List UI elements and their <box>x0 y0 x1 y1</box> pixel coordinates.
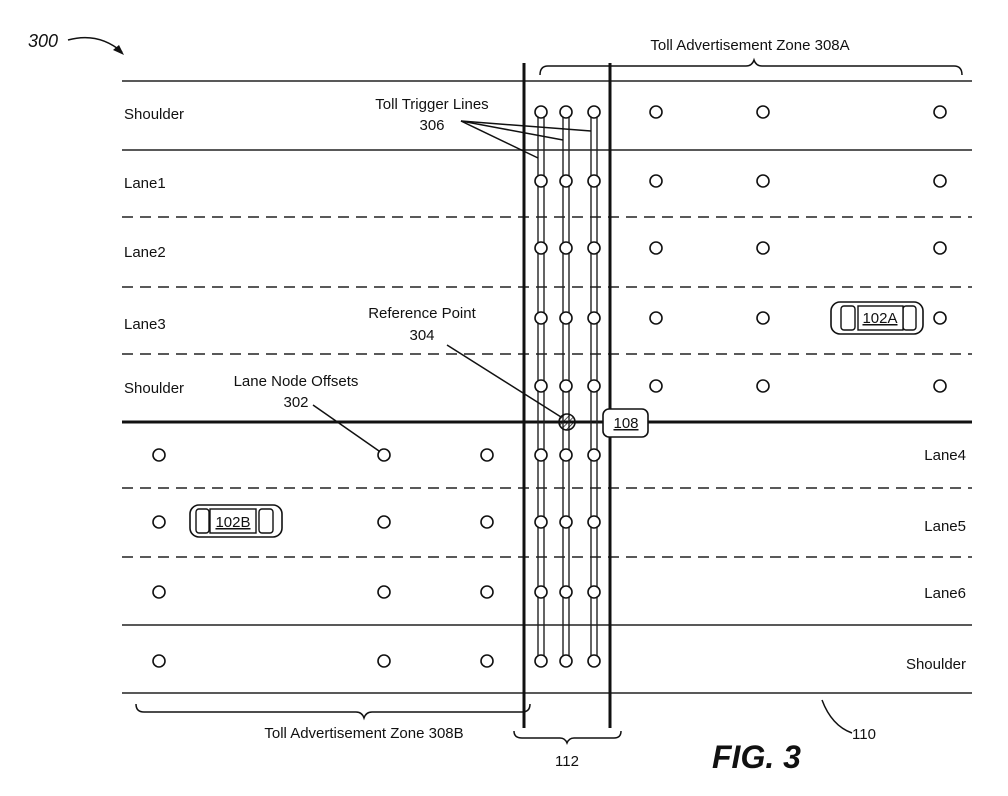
lane-nodes-lower <box>152 448 494 668</box>
lane-label-shoulder-mid: Shoulder <box>124 380 184 397</box>
lane-node-offsets-ref: 302 <box>283 394 308 411</box>
figure-number-label: 300 <box>28 31 58 51</box>
vehicle-102b-label: 102B <box>215 514 250 531</box>
road-ref-leader <box>821 699 853 734</box>
zone-width-bracket <box>513 730 622 746</box>
lane-label-lane5: Lane5 <box>924 518 966 535</box>
zone-b-bracket <box>135 703 531 721</box>
lane-label-lane2: Lane2 <box>124 244 166 261</box>
reference-point-leader <box>446 344 562 418</box>
reference-point-ref: 304 <box>409 327 434 344</box>
figure-number-arrowhead <box>113 45 124 55</box>
lane-label-shoulder-lower: Shoulder <box>906 656 966 673</box>
zone-b-label: Toll Advertisement Zone 308B <box>264 725 463 742</box>
gantry-box <box>602 408 649 438</box>
lane-node-offsets-leader <box>312 404 380 452</box>
toll-trigger-leaders <box>460 120 592 159</box>
lane-label-shoulder-upper: Shoulder <box>124 106 184 123</box>
lane-label-lane4: Lane4 <box>924 447 966 464</box>
reference-point-title: Reference Point <box>368 305 476 322</box>
vehicle-102a <box>830 301 924 335</box>
zone-a-label: Toll Advertisement Zone 308A <box>650 37 849 54</box>
trigger-nodes <box>534 105 601 668</box>
vehicle-102b <box>189 504 283 538</box>
vehicle-102a-label: 102A <box>862 310 897 327</box>
gantry-ref: 108 <box>613 415 638 432</box>
reference-point-marker <box>558 413 576 431</box>
figure-caption: FIG. 3 <box>712 739 801 775</box>
zone-a-bracket <box>539 57 963 76</box>
lane-node-offsets-title: Lane Node Offsets <box>234 373 359 390</box>
lane-nodes-upper <box>649 105 947 393</box>
lane-label-lane6: Lane6 <box>924 585 966 602</box>
lane-label-lane3: Lane3 <box>124 316 166 333</box>
lane-label-lane1: Lane1 <box>124 175 166 192</box>
road-ref: 110 <box>852 726 876 743</box>
zone-width-ref: 112 <box>555 753 579 770</box>
toll-trigger-lines-ref: 306 <box>419 117 444 134</box>
toll-trigger-lines-title: Toll Trigger Lines <box>375 96 488 113</box>
